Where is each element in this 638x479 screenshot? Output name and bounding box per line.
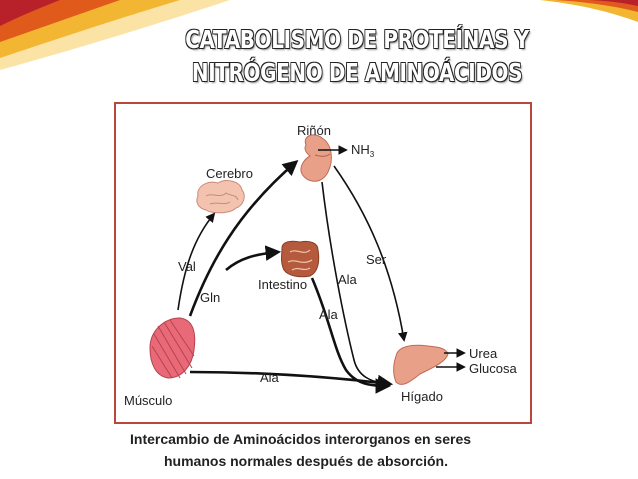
label-higado: Hígado	[401, 389, 443, 404]
label-intestino: Intestino	[258, 277, 308, 292]
arrow-gln-intestine	[225, 245, 282, 271]
label-glucosa: Glucosa	[469, 361, 517, 376]
label-gln: Gln	[200, 290, 221, 305]
label-urea: Urea	[469, 346, 498, 361]
label-cerebro: Cerebro	[206, 166, 253, 181]
caption-line-2: humanos normales después de absorción.	[164, 453, 448, 469]
top-right-ribbon	[540, 0, 638, 22]
caption-line-1: Intercambio de Aminoácidos interorganos …	[130, 431, 472, 447]
label-musculo: Músculo	[124, 393, 173, 408]
intestine-icon	[281, 240, 320, 278]
arrow-muscle-brain-val	[177, 212, 216, 311]
left-ribbon	[0, 0, 230, 70]
label-ser: Ser	[366, 252, 387, 267]
arrow-muscle-liver-ala	[189, 370, 394, 391]
label-ala-musculo: Ala	[260, 370, 279, 385]
label-nh3: NH3	[351, 142, 374, 159]
label-rinon: Riñón	[297, 123, 331, 138]
arrow-kidney-liver-ala	[321, 181, 390, 388]
muscle-icon	[149, 317, 196, 379]
label-nh3-sub: 3	[369, 150, 375, 159]
label-val: Val	[178, 259, 196, 274]
label-ala-intestino: Ala	[319, 307, 338, 322]
kidney-icon	[300, 134, 332, 182]
arrow-intestine-liver-ala	[310, 277, 392, 394]
label-nh3-main: NH	[351, 142, 370, 157]
slide-title-line-2: NITRÓGENO DE AMINOÁCIDOS	[191, 58, 523, 87]
brain-icon	[196, 180, 245, 214]
label-ala-rinon: Ala	[338, 272, 357, 287]
arrow-gln-kidney	[188, 159, 299, 317]
arrow-kidney-liver-ser	[333, 165, 408, 342]
slide-title-line-1: CATABOLISMO DE PROTEÍNAS Y	[185, 25, 529, 54]
liver-icon	[393, 344, 449, 385]
